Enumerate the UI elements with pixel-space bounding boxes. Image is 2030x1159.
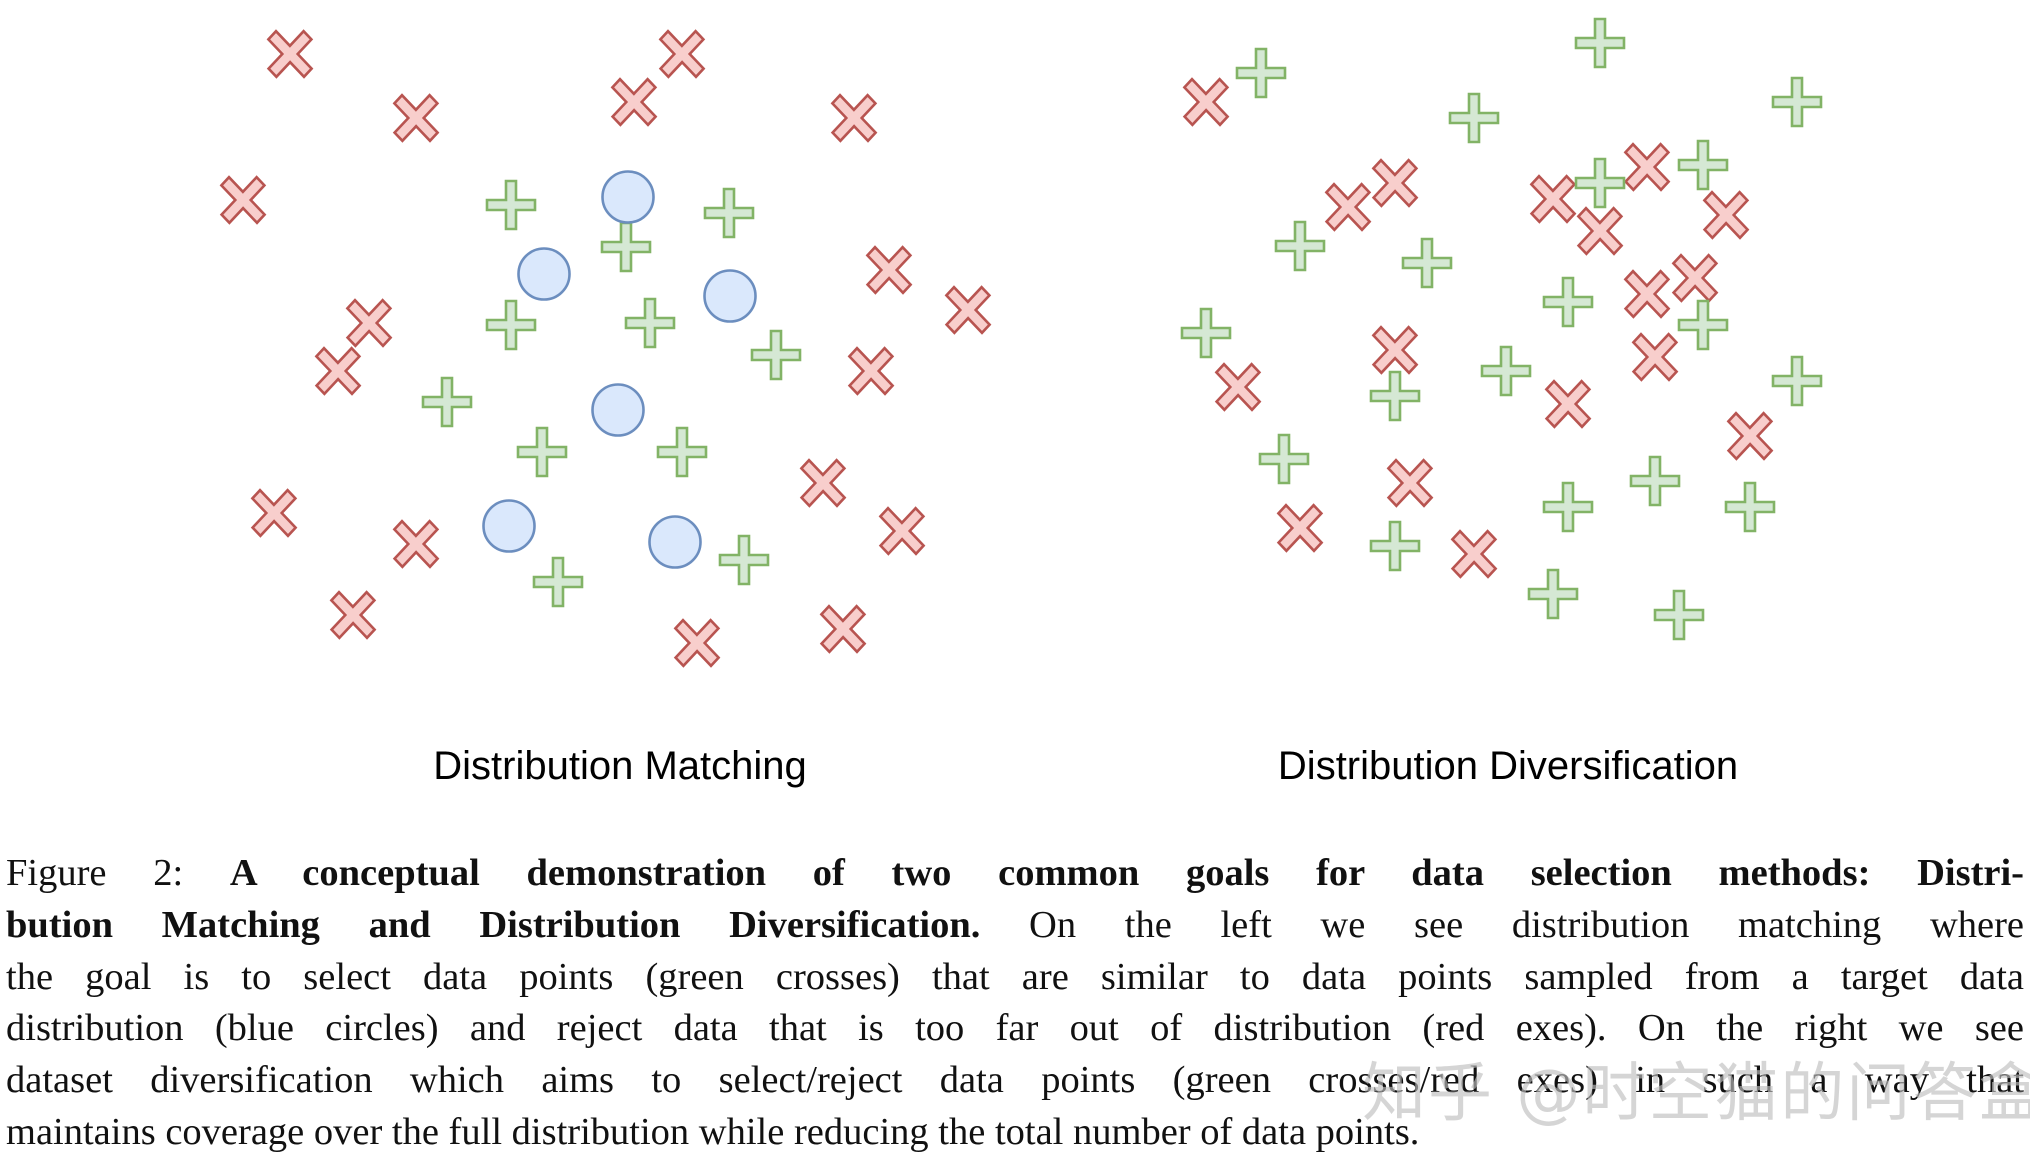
green-cross-icon xyxy=(1480,345,1532,397)
green-cross-icon xyxy=(1448,92,1500,144)
red-x-icon xyxy=(266,29,314,79)
caption-line-5: dataset diversification which aims to se… xyxy=(6,1059,2024,1102)
green-cross-icon xyxy=(1677,299,1729,351)
red-x-icon xyxy=(1631,332,1679,382)
red-x-icon xyxy=(329,590,377,640)
green-cross-icon xyxy=(1180,307,1232,359)
blue-circle-icon xyxy=(591,383,645,437)
caption-line-2: bution Matching and Distribution Diversi… xyxy=(6,900,2024,952)
panel-label-distribution-matching: Distribution Matching xyxy=(433,744,807,788)
caption-line-6: maintains coverage over the full distrib… xyxy=(6,1110,1420,1153)
figure-caption: Figure 2: A conceptual demonstration of … xyxy=(6,848,2026,1159)
red-x-icon xyxy=(1450,529,1498,579)
red-x-icon xyxy=(250,488,298,538)
green-cross-icon xyxy=(1369,520,1421,572)
red-x-icon xyxy=(1276,503,1324,553)
red-x-icon xyxy=(1702,190,1750,240)
green-cross-icon xyxy=(1235,47,1287,99)
green-cross-icon xyxy=(1574,17,1626,69)
red-x-icon xyxy=(1671,253,1719,303)
red-x-icon xyxy=(610,77,658,127)
green-cross-icon xyxy=(516,426,568,478)
green-cross-icon xyxy=(421,376,473,428)
green-cross-icon xyxy=(1771,76,1823,128)
red-x-icon xyxy=(219,175,267,225)
green-cross-icon xyxy=(1274,220,1326,272)
red-x-icon xyxy=(1386,458,1434,508)
red-x-icon xyxy=(878,506,926,556)
green-cross-icon xyxy=(624,297,676,349)
green-cross-icon xyxy=(1677,139,1729,191)
figure-diagram xyxy=(219,17,1823,668)
green-cross-icon xyxy=(718,534,770,586)
panel-label-distribution-diversification: Distribution Diversification xyxy=(1277,744,1739,788)
green-cross-icon xyxy=(750,329,802,381)
blue-circle-icon xyxy=(482,499,536,553)
blue-circle-icon xyxy=(648,515,702,569)
red-x-icon xyxy=(392,93,440,143)
green-cross-icon xyxy=(1542,276,1594,328)
blue-circle-icon xyxy=(517,247,571,301)
green-cross-icon xyxy=(485,179,537,231)
red-x-icon xyxy=(392,519,440,569)
red-x-icon xyxy=(1623,269,1671,319)
red-x-icon xyxy=(819,604,867,654)
red-x-icon xyxy=(1324,182,1372,232)
red-x-icon xyxy=(799,458,847,508)
green-cross-icon xyxy=(600,221,652,273)
green-cross-icon xyxy=(1527,568,1579,620)
green-cross-icon xyxy=(703,187,755,239)
red-x-icon xyxy=(1576,206,1624,256)
red-x-icon xyxy=(1371,325,1419,375)
red-x-icon xyxy=(1529,174,1577,224)
green-cross-icon xyxy=(656,426,708,478)
green-cross-icon xyxy=(532,556,584,608)
caption-line-4: distribution (blue circles) and reject d… xyxy=(6,1007,2024,1050)
caption-prefix: Figure 2: xyxy=(6,852,184,894)
caption-bold-title-2: bution Matching and Distribution Diversi… xyxy=(6,903,981,946)
caption-text-2: On the left we see distribution matching… xyxy=(1029,903,2025,946)
green-cross-icon xyxy=(1574,157,1626,209)
green-cross-icon xyxy=(1724,481,1776,533)
red-x-icon xyxy=(673,618,721,668)
red-x-icon xyxy=(1623,142,1671,192)
red-x-icon xyxy=(830,93,878,143)
red-x-icon xyxy=(944,285,992,335)
caption-bold-title-1: A conceptual demonstration of two common… xyxy=(229,852,2025,894)
red-x-icon xyxy=(1182,77,1230,127)
green-cross-icon xyxy=(1369,370,1421,422)
distribution-diversification-panel xyxy=(1180,17,1823,641)
green-cross-icon xyxy=(1542,481,1594,533)
red-x-icon xyxy=(865,245,913,295)
green-cross-icon xyxy=(1653,589,1705,641)
green-cross-icon xyxy=(1258,433,1310,485)
red-x-icon xyxy=(1726,411,1774,461)
green-cross-icon xyxy=(1629,455,1681,507)
red-x-icon xyxy=(1544,379,1592,429)
blue-circle-icon xyxy=(601,170,655,224)
blue-circle-icon xyxy=(703,269,757,323)
red-x-icon xyxy=(345,298,393,348)
green-cross-icon xyxy=(485,299,537,351)
green-cross-icon xyxy=(1401,237,1453,289)
red-x-icon xyxy=(658,29,706,79)
red-x-icon xyxy=(1214,362,1262,412)
red-x-icon xyxy=(1371,158,1419,208)
caption-line-1: Figure 2: A conceptual demonstration of … xyxy=(6,848,2024,900)
distribution-matching-panel xyxy=(219,29,992,668)
red-x-icon xyxy=(314,346,362,396)
green-cross-icon xyxy=(1771,355,1823,407)
red-x-icon xyxy=(847,346,895,396)
caption-line-3: the goal is to select data points (green… xyxy=(6,955,2024,998)
